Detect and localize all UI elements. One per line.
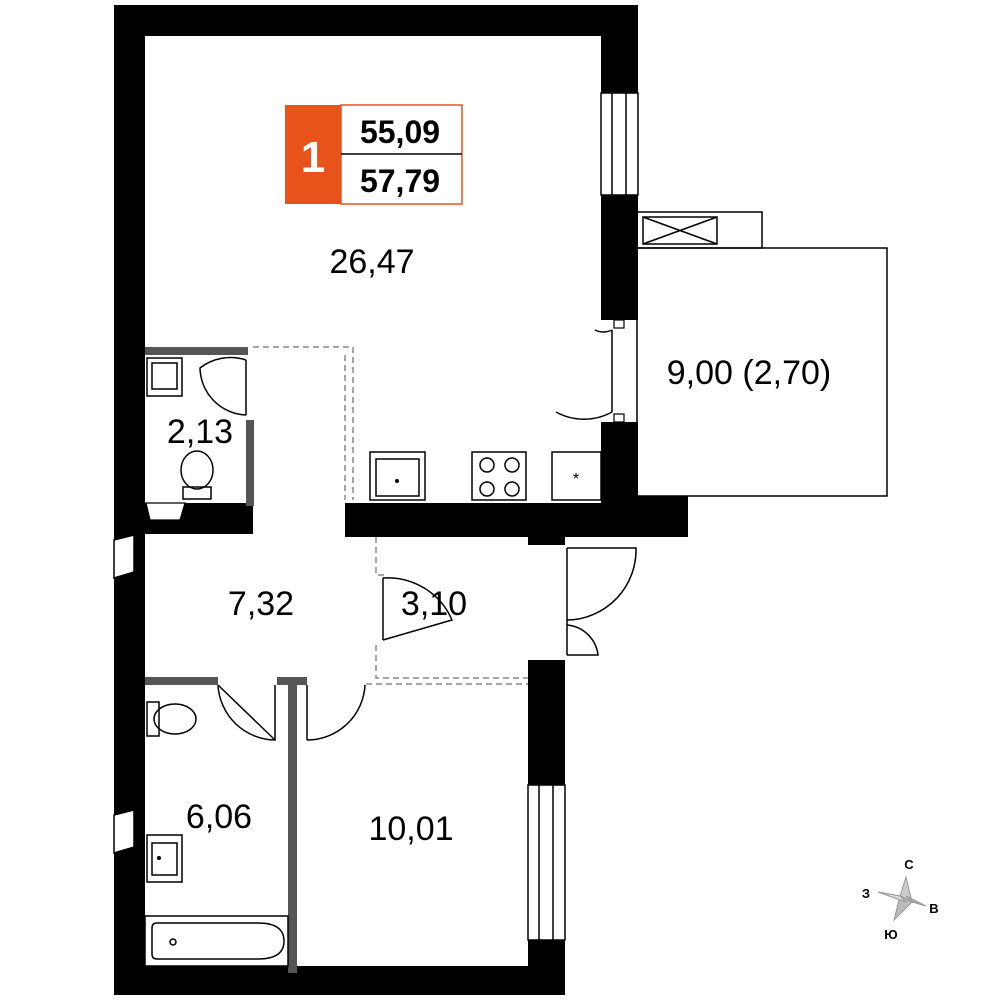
room-area-balcony: 9,00 (2,70) — [667, 354, 831, 392]
room-area-wc: 2,13 — [167, 413, 233, 451]
compass-south: Ю — [884, 927, 897, 942]
door-bathroom — [217, 684, 276, 741]
stove — [471, 451, 527, 501]
balcony — [636, 211, 888, 497]
wc-sink — [146, 357, 183, 397]
living-area-value: 55,09 — [360, 114, 440, 150]
total-area-value: 57,79 — [360, 163, 440, 199]
wc-toilet — [145, 450, 214, 521]
compass-east: В — [929, 901, 938, 916]
compass-north: С — [904, 857, 914, 872]
bath-toilet — [146, 701, 197, 737]
kitchen-sink — [369, 451, 426, 501]
apartment-badge: 1 55,09 57,79 — [285, 104, 463, 205]
partitions — [145, 347, 307, 973]
compass-west: З — [862, 886, 870, 901]
window-living — [600, 92, 639, 196]
door-corridor — [382, 577, 454, 641]
dashed-openings — [253, 346, 528, 685]
room-area-hall: 7,32 — [228, 585, 294, 623]
bathtub — [144, 915, 289, 967]
door-entrance — [566, 547, 637, 656]
room-area-living-kitchen: 26,47 — [329, 243, 414, 281]
window-bedroom — [527, 784, 566, 941]
door-bedroom — [306, 684, 366, 741]
room-area-bathroom: 6,06 — [186, 798, 252, 836]
window-small-bath — [113, 809, 135, 855]
room-area-corridor: 3,10 — [401, 585, 467, 623]
bath-sink — [146, 834, 183, 883]
compass-rose: С В Ю З — [862, 857, 939, 942]
window-small-hall — [113, 534, 135, 580]
badge-accent — [285, 105, 341, 204]
exterior-walls — [114, 5, 688, 995]
fridge: * — [551, 451, 602, 501]
door-balcony — [555, 319, 625, 423]
apartment-number: 1 — [301, 133, 325, 182]
room-area-bedroom: 10,01 — [368, 810, 453, 848]
door-wc — [199, 356, 247, 416]
svg-text:*: * — [573, 471, 579, 488]
